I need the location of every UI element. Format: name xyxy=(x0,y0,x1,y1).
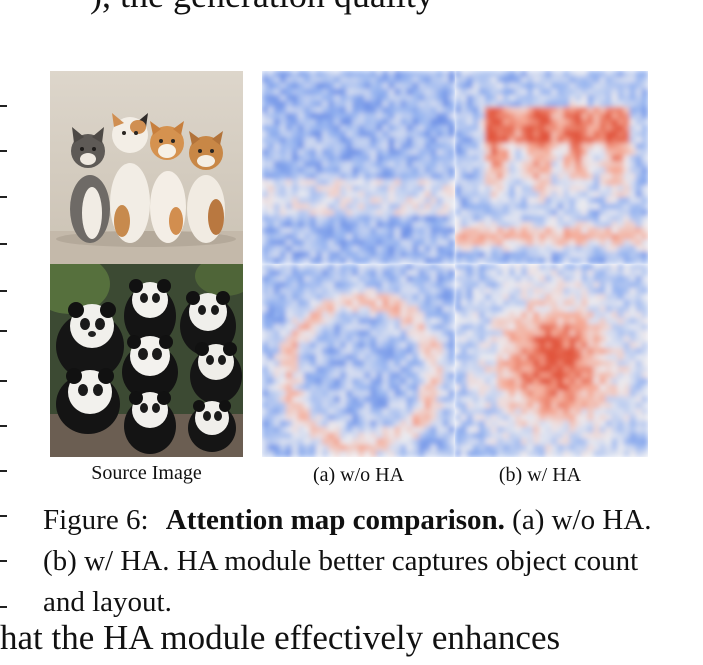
body-text-fragment-top: ), the generation quality xyxy=(90,0,434,16)
margin-mark xyxy=(0,150,7,152)
attention-map-cats-without-ha xyxy=(262,71,455,264)
margin-mark xyxy=(0,606,7,608)
label-source-image: Source Image xyxy=(91,462,202,484)
attention-map-cats-with-ha xyxy=(455,71,648,264)
attention-map-pandas-without-ha xyxy=(262,264,455,457)
margin-mark xyxy=(0,515,7,517)
margin-mark xyxy=(0,290,7,292)
margin-mark xyxy=(0,380,7,382)
margin-mark xyxy=(0,330,7,332)
figure-caption: Figure 6: Attention map comparison. (a) … xyxy=(43,500,673,623)
body-text-fragment-bottom: hat the HA module effectively enhances xyxy=(0,618,561,657)
figure-caption-body: (a) w/o HA. (b) w/ HA. HA module better … xyxy=(43,504,652,618)
margin-mark xyxy=(0,425,7,427)
margin-mark xyxy=(0,560,7,562)
figure-number: Figure 6: xyxy=(43,504,149,536)
attention-map-pandas-with-ha xyxy=(455,264,648,457)
figure-title: Attention map comparison. xyxy=(165,504,505,536)
label-with-ha: (b) w/ HA xyxy=(498,464,582,486)
source-image-cats xyxy=(50,71,243,264)
source-image-pandas xyxy=(50,264,243,457)
margin-mark xyxy=(0,196,7,198)
margin-mark xyxy=(0,243,7,245)
margin-mark xyxy=(0,105,7,107)
label-without-ha: (a) w/o HA xyxy=(312,464,405,486)
margin-mark xyxy=(0,470,7,472)
